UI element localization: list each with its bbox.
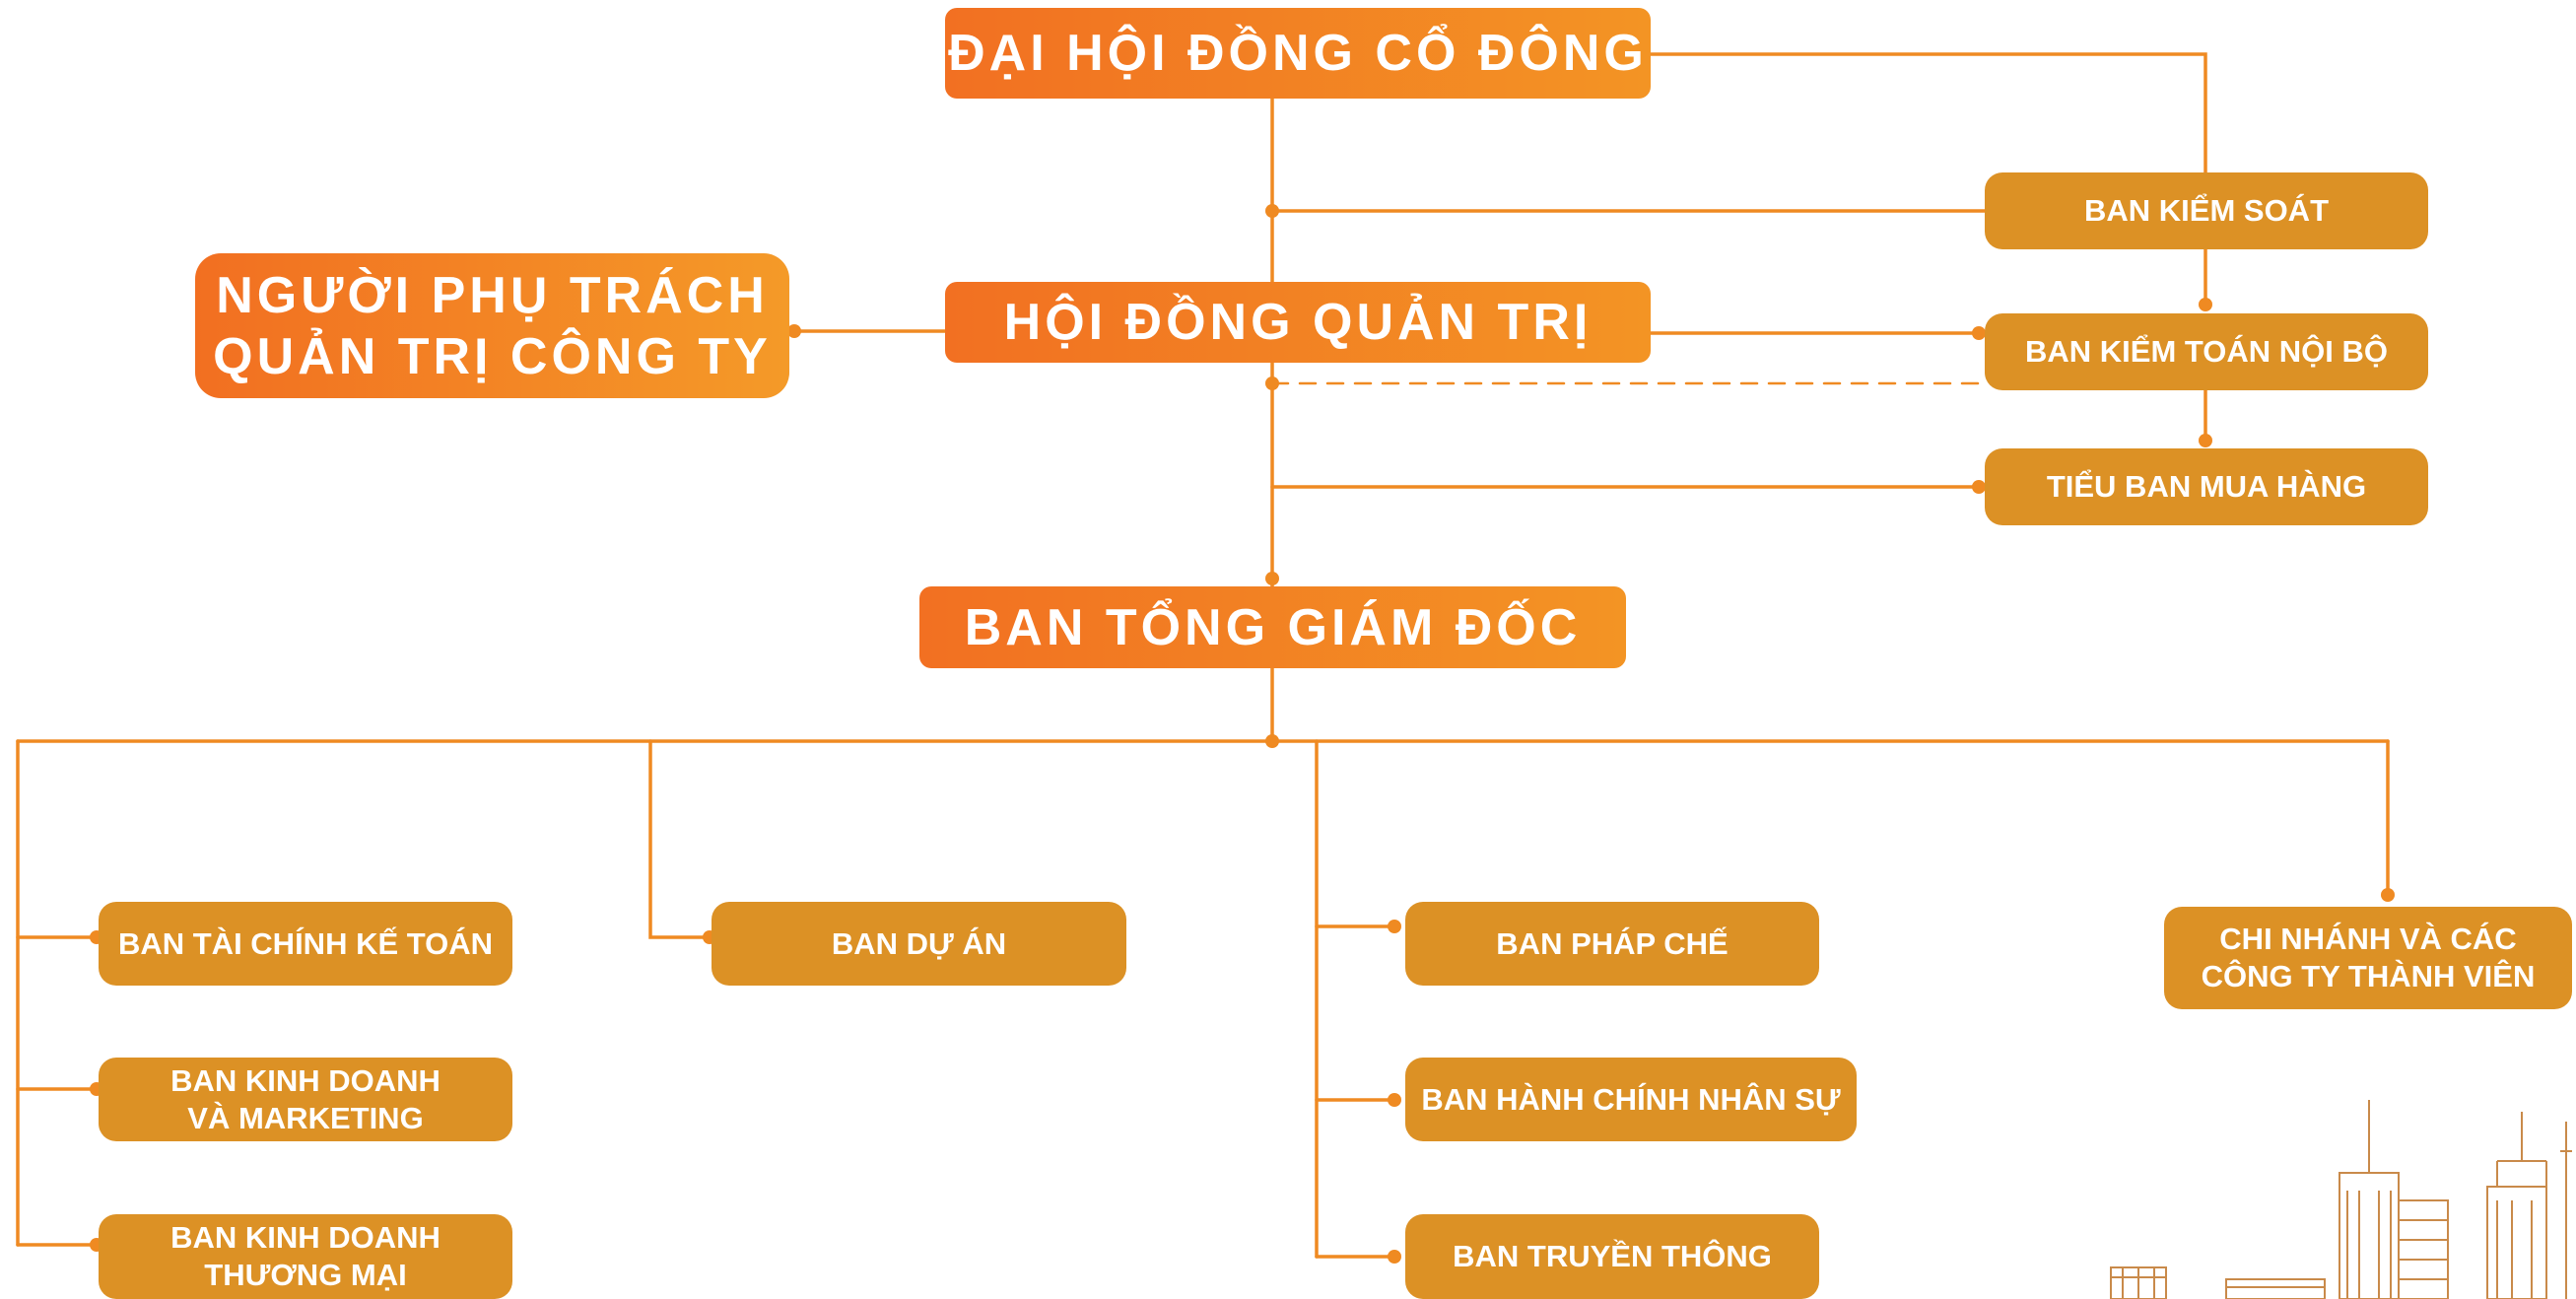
node-ban-kiem-toan-noi-bo: BAN KIỂM TOÁN NỘI BỘ: [1985, 313, 2428, 390]
node-tieu-ban-mua-hang: TIỂU BAN MUA HÀNG: [1985, 448, 2428, 525]
city-skyline-illustration: [2110, 1100, 2572, 1299]
junction-dot: [1265, 572, 1279, 585]
junction-dot: [2381, 888, 2395, 902]
junction-dot: [1265, 734, 1279, 748]
junction-dot: [787, 324, 801, 338]
connector-to-ban-du-an: [648, 739, 712, 939]
junction-dot: [1972, 326, 1986, 340]
node-chi-nhanh-cong-ty-thanh-vien: CHI NHÁNH VÀ CÁC CÔNG TY THÀNH VIÊN: [2164, 907, 2572, 1009]
node-ban-truyen-thong: BAN TRUYỀN THÔNG: [1405, 1214, 1819, 1299]
junction-dot: [1972, 480, 1986, 494]
node-ban-kiem-soat: BAN KIỂM SOÁT: [1985, 172, 2428, 249]
junction-dot: [1265, 204, 1279, 218]
node-nguoi-phu-trach-quan-tri: NGƯỜI PHỤ TRÁCH QUẢN TRỊ CÔNG TY: [195, 253, 789, 398]
node-ban-kinh-doanh-marketing: BAN KINH DOANH VÀ MARKETING: [99, 1058, 512, 1141]
node-ban-hanh-chinh-nhan-su: BAN HÀNH CHÍNH NHÂN SỰ: [1405, 1058, 1857, 1141]
junction-dot: [1388, 920, 1401, 933]
connector-dhdcd-to-ban-kiem-soat: [1649, 52, 2207, 174]
node-ban-du-an: BAN DỰ ÁN: [712, 902, 1126, 986]
node-ban-tai-chinh-ke-toan: BAN TÀI CHÍNH KẾ TOÁN: [99, 902, 512, 986]
junction-dot: [2199, 298, 2212, 311]
junction-dot: [1265, 376, 1279, 390]
node-ban-phap-che: BAN PHÁP CHẾ: [1405, 902, 1819, 986]
node-hoi-dong-quan-tri: HỘI ĐỒNG QUẢN TRỊ: [945, 282, 1651, 363]
junction-dot: [1388, 1250, 1401, 1264]
node-dai-hoi-dong-co-dong: ĐẠI HỘI ĐỒNG CỔ ĐÔNG: [945, 8, 1651, 99]
node-ban-kinh-doanh-thuong-mai: BAN KINH DOANH THƯƠNG MẠI: [99, 1214, 512, 1299]
junction-dot: [2199, 434, 2212, 447]
junction-dot: [1388, 1093, 1401, 1107]
node-ban-tong-giam-doc: BAN TỔNG GIÁM ĐỐC: [919, 586, 1626, 668]
